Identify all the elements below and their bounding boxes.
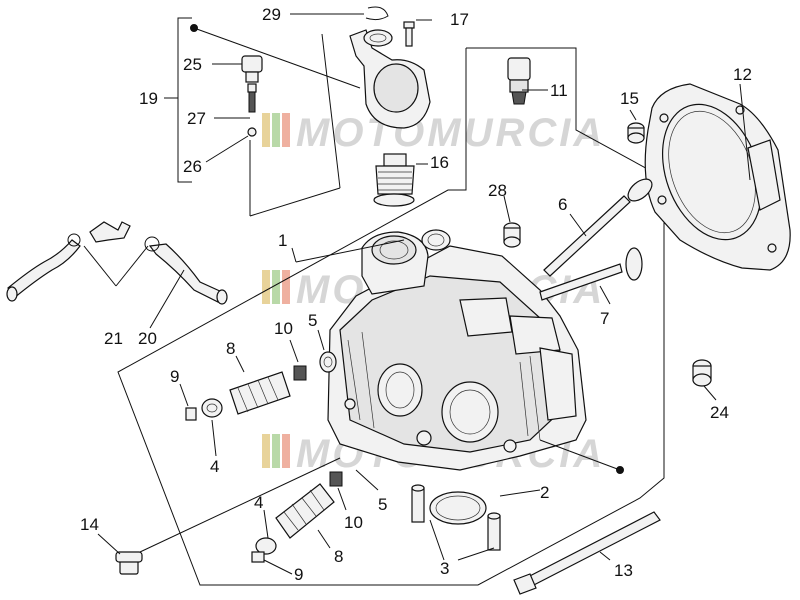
callout-3: 3: [440, 559, 449, 578]
callout-7: 7: [600, 309, 609, 328]
callout-11: 11: [550, 81, 568, 100]
dowel-part-15: [627, 122, 645, 144]
seat-part-5-upper: [319, 351, 337, 373]
seal-ring-part-2: [429, 491, 487, 525]
callout-19: 19: [139, 89, 158, 108]
callout-20: 20: [138, 329, 157, 348]
leader-lines: [83, 13, 751, 575]
callout-5-upper: 5: [308, 311, 317, 330]
callout-25: 25: [183, 55, 202, 74]
clip-part-29: [365, 6, 389, 21]
valve-part-6: [543, 178, 653, 277]
retainer-part-4-upper: [201, 398, 223, 418]
dowel-part-28: [503, 222, 521, 248]
callout-24: 24: [710, 403, 729, 422]
callout-14: 14: [80, 515, 99, 534]
callout-21: 21: [104, 329, 123, 348]
callout-4-upper: 4: [210, 457, 219, 476]
callout-28: 28: [488, 181, 507, 200]
retainer-part-4-lower: [255, 537, 277, 555]
callout-27: 27: [187, 109, 206, 128]
spring-part-8-lower: [275, 483, 335, 539]
washer-part-26: [247, 127, 257, 137]
callout-15: 15: [620, 89, 639, 108]
callout-13: 13: [614, 561, 633, 580]
watermark-text: MOTOMURCIA: [296, 111, 605, 155]
callout-17: 17: [450, 10, 469, 29]
callout-8-upper: 8: [226, 339, 235, 358]
callout-12: 12: [733, 65, 752, 84]
callout-4-lower: 4: [254, 493, 263, 512]
dowel-part-3-right: [487, 512, 501, 551]
thermostat-part-16: [373, 153, 415, 207]
callout-9-upper: 9: [170, 367, 179, 386]
watermark-top: MOTOMURCIA: [262, 111, 605, 155]
callout-10-upper: 10: [274, 319, 293, 338]
hose-part-21: [6, 221, 131, 302]
callout-6: 6: [558, 195, 567, 214]
callout-1: 1: [278, 231, 287, 250]
screw-part-17: [403, 21, 415, 47]
seal-part-10-lower: [329, 471, 343, 487]
valve-part-7: [539, 247, 643, 301]
sensor-part-25: [241, 55, 263, 83]
callout-16: 16: [430, 153, 449, 172]
callout-2: 2: [540, 483, 549, 502]
callout-10-lower: 10: [344, 513, 363, 532]
head-gasket-part-12: [644, 83, 791, 271]
callout-9-lower: 9: [294, 565, 303, 584]
plug-part-14: [115, 551, 143, 575]
thermostat-housing: [349, 29, 431, 129]
hose-part-20: [144, 236, 228, 305]
dowel-part-3-left: [411, 484, 425, 523]
seal-part-10-upper: [293, 365, 307, 381]
callout-8-lower: 8: [334, 547, 343, 566]
callout-26: 26: [183, 157, 202, 176]
sensor-part-27: [247, 83, 257, 113]
bracket-19: [177, 17, 192, 183]
stud-part-13: [513, 511, 661, 595]
keeper-part-9-upper: [185, 407, 197, 421]
spring-part-8-upper: [229, 371, 291, 415]
callout-29: 29: [262, 5, 281, 24]
assembly-outline: [117, 47, 665, 586]
keeper-part-9-lower: [251, 551, 265, 563]
dowel-part-24: [692, 359, 712, 387]
sensor-part-11: [507, 57, 531, 105]
callout-5-lower: 5: [378, 495, 387, 514]
cylinder-head-part-1: [327, 229, 587, 471]
